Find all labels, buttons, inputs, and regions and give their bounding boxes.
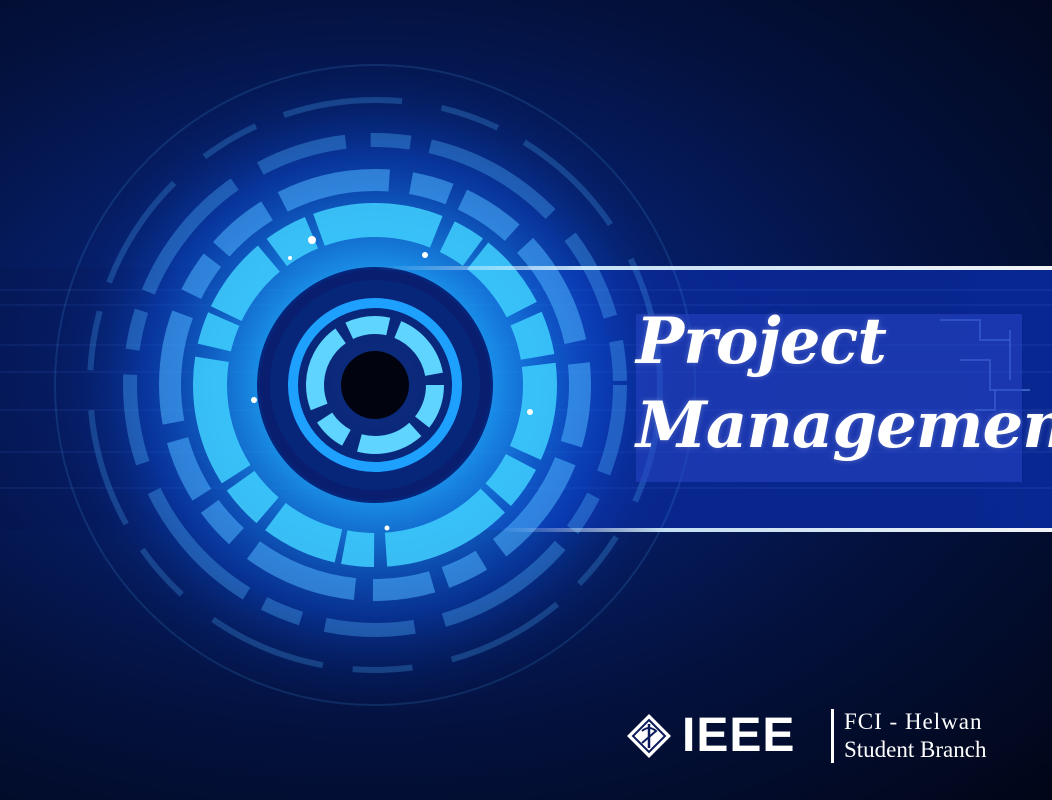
ieee-wordmark: IEEE <box>682 709 796 762</box>
lower-beam <box>500 528 1052 532</box>
ieee-branch-logo: IEEE FCI - Helwan Student Branch <box>626 705 1038 767</box>
ieee-diamond-icon <box>627 714 671 758</box>
core <box>341 351 409 419</box>
inner-segment-ring <box>306 316 444 454</box>
branch-name-line-1: FCI - Helwan <box>844 709 983 734</box>
slide-title: Project Management <box>636 300 1052 468</box>
branch-name-line-2: Student Branch <box>844 737 987 762</box>
logo-divider <box>831 709 834 763</box>
inner-ring-outline <box>260 270 490 500</box>
sparkles <box>251 236 533 531</box>
bright-ring <box>193 203 557 567</box>
inner-cyan-ring <box>288 298 462 472</box>
title-line-2: Management <box>636 388 1052 463</box>
title-highlight-box <box>636 314 1022 482</box>
title-line-1: Project <box>636 304 887 379</box>
upper-beam <box>380 266 1052 270</box>
